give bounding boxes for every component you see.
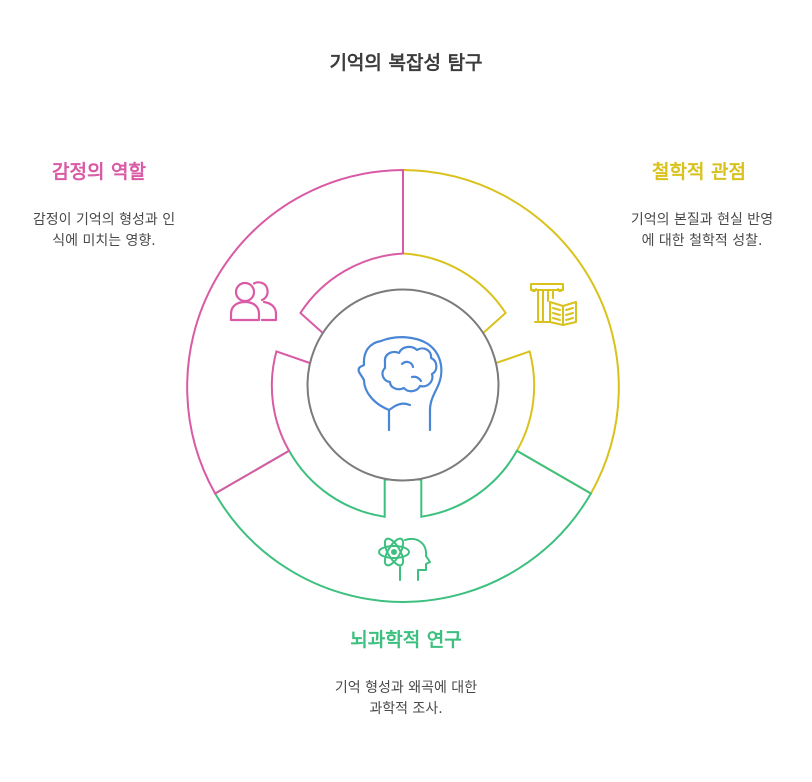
atom-head-icon bbox=[378, 537, 431, 581]
emotion-description: 감정이 기억의 형성과 인 식에 미치는 영향. bbox=[32, 212, 176, 249]
neuro-title: 뇌과학적 연구 bbox=[350, 629, 462, 651]
segment-emotion-outer bbox=[186, 168, 404, 495]
people-icon bbox=[229, 281, 278, 322]
philosophy-title: 철학적 관점 bbox=[652, 161, 747, 183]
pillar-book-icon bbox=[530, 283, 577, 326]
emotion-title: 감정의 역할 bbox=[52, 161, 147, 183]
page-title: 기억의 복잡성 탐구 bbox=[329, 52, 483, 74]
brain-head-icon bbox=[357, 336, 443, 432]
center-ring bbox=[306, 288, 500, 482]
neuro-description: 기억 형성과 왜곡에 대한 과학적 조사. bbox=[334, 680, 478, 717]
philosophy-description: 기억의 본질과 현실 반영 에 대한 철학적 성찰. bbox=[630, 212, 774, 249]
